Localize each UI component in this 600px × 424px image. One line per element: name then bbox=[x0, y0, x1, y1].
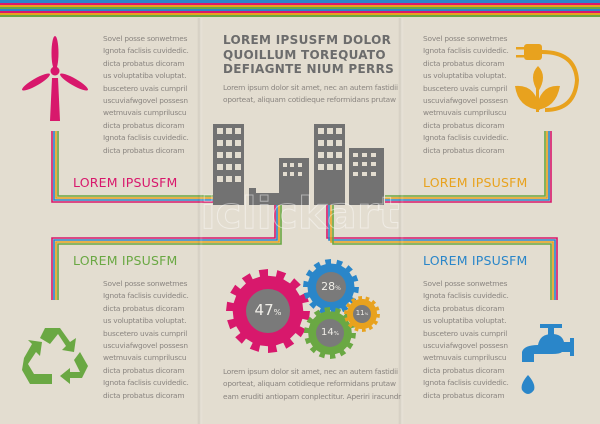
text-line: Ignota faclisis cuvidedic. bbox=[103, 291, 189, 301]
text-line: Sovel posse sonwetmes bbox=[103, 34, 188, 43]
fold-line bbox=[398, 18, 404, 424]
buildings-icon bbox=[213, 124, 384, 205]
text-line: wetmuvais cumpriluscu bbox=[103, 353, 187, 363]
text-line: dicta probatus dicoram bbox=[103, 365, 185, 375]
wind-turbine-icon bbox=[22, 36, 88, 121]
text-line: buscetero uvais cumpril bbox=[103, 83, 188, 93]
center-bottom-text: Lorem ipsum dolor sit amet, nec an autem… bbox=[223, 366, 401, 403]
text-line: Sovel posse sonwetmes bbox=[423, 279, 508, 288]
text-line: wetmuvais cumpriluscu bbox=[423, 108, 507, 118]
text-line: dicta probatus dicoram bbox=[103, 120, 185, 130]
title-line: LOREM IPSUSFM DOLOR bbox=[223, 33, 392, 47]
text-line: dicta probatus dicoram bbox=[423, 303, 505, 313]
section-2-heading: LOREM IPSUSFM bbox=[423, 175, 528, 190]
gear-percent-label: 28% bbox=[321, 279, 341, 293]
text-line: Lorem ipsum dolor sit amet, nec an autem… bbox=[223, 83, 398, 92]
gear-center bbox=[316, 319, 344, 347]
text-line: Sovel posse sonwetmes bbox=[103, 279, 188, 288]
text-line: buscetero uvais cumpril bbox=[423, 83, 508, 93]
section-4-heading: LOREM IPSUSFM bbox=[423, 253, 528, 268]
text-line: oporteat, aliquam cotidieque reformidans… bbox=[223, 379, 396, 389]
text-line: Lorem ipsum dolor sit amet, nec an autem… bbox=[223, 367, 398, 376]
route-stripes bbox=[51, 131, 558, 300]
text-line: Ignota faclisis cuvidedic. bbox=[103, 133, 189, 143]
text-line: dicta probatus dicoram bbox=[423, 365, 505, 375]
text-line: Ignota faclisis cuvidedic. bbox=[423, 46, 509, 56]
text-line: eam eruditi antiopam conplectitur. Aperi… bbox=[223, 391, 402, 401]
text-line: us voluptatiba voluptat. bbox=[103, 71, 187, 81]
gear-center bbox=[246, 289, 290, 333]
text-line: dicta probatus dicoram bbox=[423, 58, 505, 68]
text-line: uscuviafwgovel possesn bbox=[103, 95, 188, 105]
text-line: uscuviafwgovel possesn bbox=[103, 340, 188, 350]
center-top-text: Lorem ipsum dolor sit amet, nec an autem… bbox=[223, 82, 398, 107]
text-line: oporteat, aliquam cotidieque reformidans… bbox=[223, 95, 396, 105]
text-line: uscuviafwgovel possesn bbox=[423, 340, 508, 350]
gear-percent-label: 14% bbox=[321, 326, 339, 338]
gears-chart bbox=[226, 259, 380, 359]
section-3-heading: LOREM IPSUSFM bbox=[73, 253, 178, 268]
fold-line bbox=[197, 18, 203, 424]
text-line: Ignota faclisis cuvidedic. bbox=[423, 291, 509, 301]
text-line: dicta probatus dicoram bbox=[103, 390, 185, 400]
title-line: QUOILLUM TOREQUATO bbox=[223, 47, 386, 62]
text-line: uscuviafwgovel possesn bbox=[423, 95, 508, 105]
page-title: LOREM IPSUSFM DOLOR QUOILLUM TOREQUATO D… bbox=[223, 33, 394, 77]
watermark: iclickart bbox=[200, 188, 399, 239]
text-line: dicta probatus dicoram bbox=[423, 390, 505, 400]
text-line: Ignota faclisis cuvidedic. bbox=[103, 378, 189, 388]
text-line: wetmuvais cumpriluscu bbox=[423, 353, 507, 363]
gear-center bbox=[316, 272, 346, 302]
text-line: dicta probatus dicoram bbox=[103, 58, 185, 68]
text-line: us voluptatiba voluptat. bbox=[103, 316, 187, 326]
plug-plant-icon bbox=[515, 44, 580, 112]
text-line: us voluptatiba voluptat. bbox=[423, 71, 507, 81]
text-line: dicta probatus dicoram bbox=[423, 120, 505, 130]
gear-percent-label: 11% bbox=[355, 309, 369, 318]
water-tap-icon bbox=[521, 324, 574, 394]
top-stripes bbox=[0, 0, 600, 17]
recycle-icon bbox=[22, 328, 88, 384]
text-line: dicta probatus dicoram bbox=[423, 145, 505, 155]
text-line: Ignota faclisis cuvidedic. bbox=[103, 46, 189, 56]
text-line: us voluptatiba voluptat. bbox=[423, 316, 507, 326]
text-line: Sovel posse sonwetmes bbox=[423, 34, 508, 43]
text-line: dicta probatus dicoram bbox=[103, 303, 185, 313]
section-1-heading: LOREM IPSUSFM bbox=[73, 175, 178, 190]
text-line: wetmuvais cumpriluscu bbox=[103, 108, 187, 118]
text-line: buscetero uvais cumpril bbox=[423, 328, 508, 338]
gear-percent-label: 47% bbox=[254, 301, 282, 320]
text-line: Ignota faclisis cuvidedic. bbox=[423, 133, 509, 143]
gear-center bbox=[353, 305, 371, 323]
text-line: buscetero uvais cumpril bbox=[103, 328, 188, 338]
title-line: DEFIAGNTE NIUM PERRS bbox=[223, 62, 395, 76]
text-line: dicta probatus dicoram bbox=[103, 145, 185, 155]
text-line: Ignota faclisis cuvidedic. bbox=[423, 378, 509, 388]
